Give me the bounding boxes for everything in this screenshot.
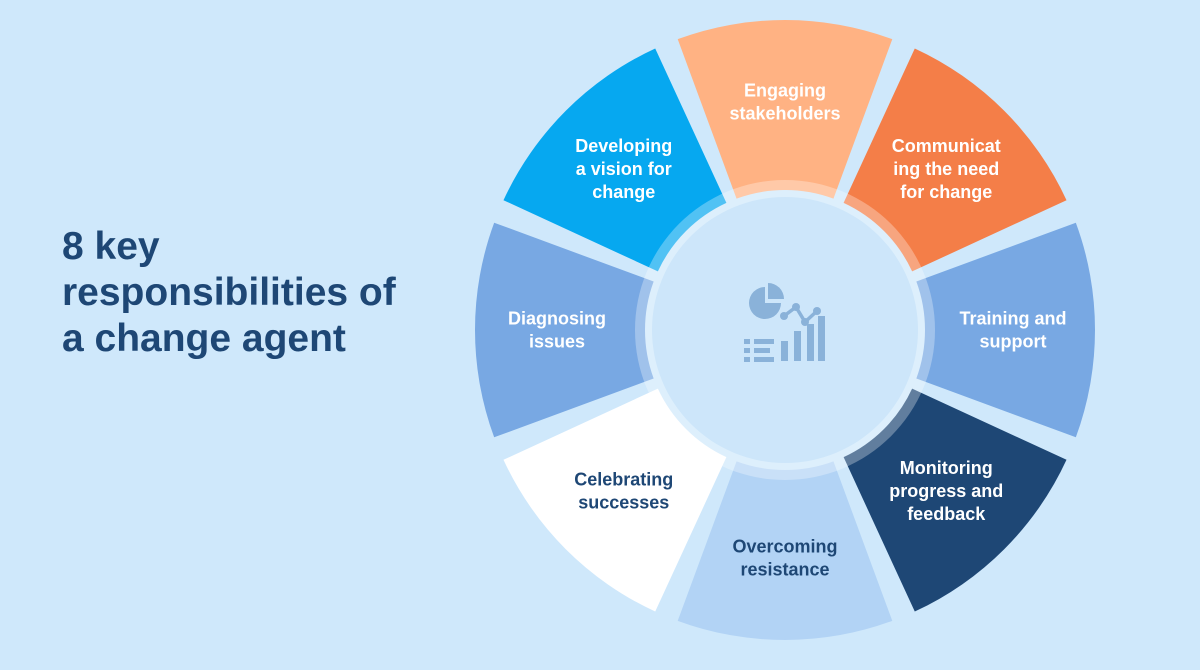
wheel-segment-8 — [503, 48, 727, 272]
segment-label-5: Overcoming resistance — [732, 537, 837, 580]
segment-label-1: Engaging stakeholders — [729, 81, 840, 124]
segment-label-line: issues — [529, 332, 585, 352]
wheel-segment-7 — [474, 222, 654, 438]
wheel-segment-2 — [843, 48, 1067, 272]
segment-label-line: ing the need — [893, 159, 999, 179]
segment-label-line: a vision for — [576, 159, 672, 179]
segment-label-line: Diagnosing — [508, 309, 606, 329]
segment-label-line: Developing — [575, 136, 672, 156]
segment-label-7: Diagnosing issues — [508, 309, 606, 352]
segment-label-3: Training and support — [959, 309, 1066, 352]
segment-label-line: Training and — [959, 309, 1066, 329]
segment-label-4: Monitoring progress and feedback — [889, 458, 1003, 524]
wheel-segment-4 — [843, 388, 1067, 612]
wheel-segment-6 — [503, 388, 727, 612]
segment-label-line: successes — [578, 493, 669, 513]
segment-label-line: change — [592, 182, 655, 202]
segment-label-line: Overcoming — [732, 537, 837, 557]
wheel-segment-3 — [916, 222, 1095, 438]
wheel-segment-5 — [677, 461, 893, 640]
segment-label-line: support — [980, 332, 1047, 352]
analytics-chart-icon — [744, 283, 825, 362]
center-circle — [652, 197, 918, 463]
segment-label-line: Engaging — [744, 81, 826, 101]
segment-label-line: Celebrating — [574, 470, 673, 490]
segment-label-6: Celebrating successes — [574, 470, 673, 513]
page-title: 8 key responsibilities of a change agent — [62, 225, 396, 360]
segment-label-line: Monitoring — [900, 458, 993, 478]
segment-label-line: stakeholders — [729, 104, 840, 124]
segment-label-line: resistance — [740, 560, 829, 580]
segment-label-line: for change — [900, 182, 992, 202]
segment-label-2: Communicat ing the need for change — [892, 136, 1001, 202]
segment-label-line: progress and — [889, 481, 1003, 501]
wheel-segment-1 — [677, 20, 893, 199]
segment-label-line: Communicat — [892, 136, 1001, 156]
segment-label-8: Developing a vision for change — [575, 136, 672, 202]
segment-label-line: feedback — [907, 504, 986, 524]
